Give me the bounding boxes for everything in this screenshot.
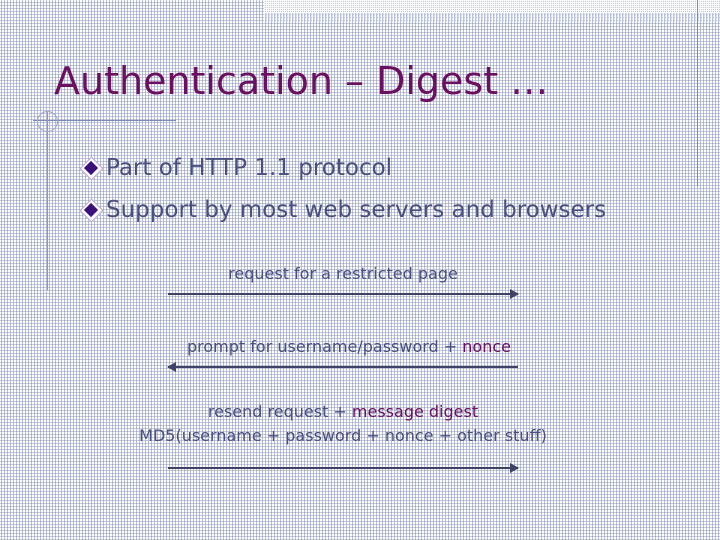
- top-decorative-band: [264, 0, 720, 13]
- exchange-label-3-highlight: message digest: [351, 402, 479, 421]
- exchange-label-1: request for a restricted page: [168, 263, 518, 284]
- arrow-right-icon: [168, 462, 519, 473]
- bullet-item-2: Support by most web servers and browsers: [79, 197, 607, 223]
- diamond-bullet-icon: [79, 156, 104, 181]
- decorative-circle-icon: [37, 111, 58, 132]
- bullet-item-1: Part of HTTP 1.1 protocol: [79, 155, 393, 181]
- right-vertical-rule: [697, 0, 698, 186]
- slide-title: Authentication – Digest …: [54, 59, 549, 103]
- exchange-label-3: resend request + message digest: [168, 401, 518, 422]
- decorative-vertical-line: [47, 112, 48, 290]
- exchange-label-2: prompt for username/password + nonce: [168, 336, 530, 357]
- arrow-right-icon: [168, 288, 519, 299]
- top-decorative-band-fade: [264, 13, 720, 22]
- exchange-label-1-text: request for a restricted page: [228, 264, 458, 283]
- bullet-item-1-label: Part of HTTP 1.1 protocol: [106, 155, 393, 181]
- decorative-horizontal-line: [33, 120, 176, 121]
- exchange-label-2-text: prompt for username/password +: [187, 337, 463, 356]
- arrow-left-icon: [167, 361, 518, 372]
- exchange-label-3-second-line: MD5(username + password + nonce + other …: [139, 426, 547, 445]
- bullet-item-2-label: Support by most web servers and browsers: [106, 197, 607, 223]
- exchange-label-2-highlight: nonce: [462, 337, 511, 356]
- diamond-bullet-icon: [79, 198, 104, 223]
- exchange-label-3-text: resend request +: [207, 402, 352, 421]
